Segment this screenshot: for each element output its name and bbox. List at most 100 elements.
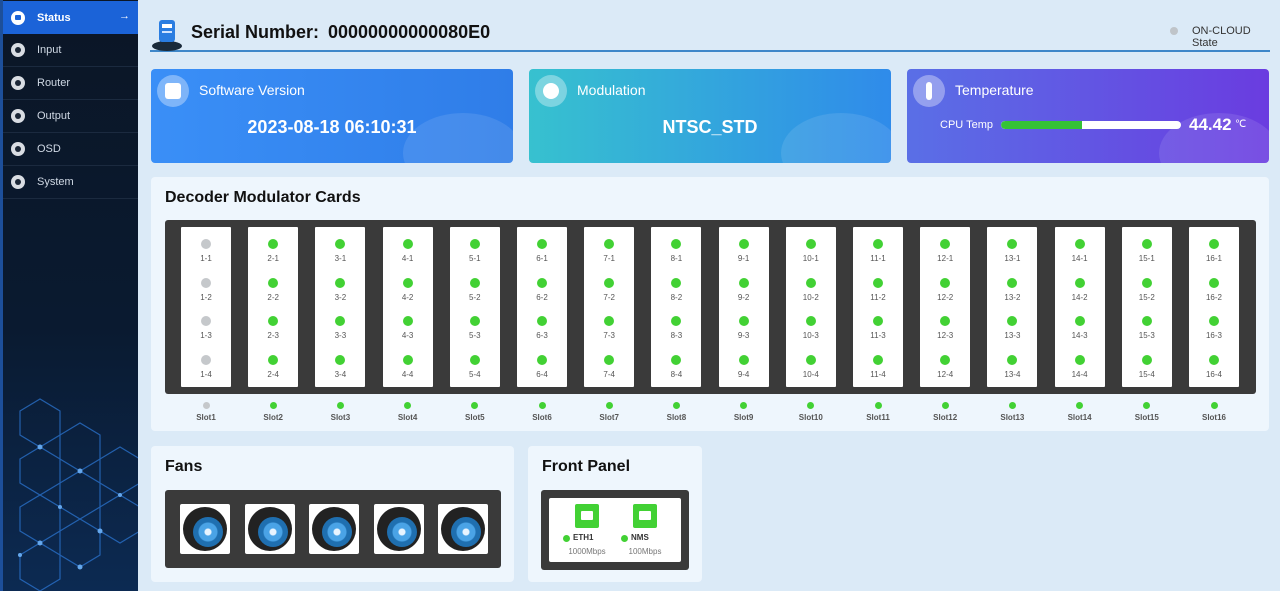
- sidebar-item-output[interactable]: Output: [3, 100, 138, 133]
- port-status-led: [1007, 239, 1018, 249]
- port-label: 2-3: [267, 331, 279, 340]
- slot-status-led: [605, 402, 613, 409]
- port-label: 2-4: [267, 369, 279, 379]
- port-status-led: [201, 354, 211, 365]
- decoder-card-2[interactable]: 2-1 2-2 2-3 2-4: [248, 227, 299, 387]
- card-port: 12-4: [920, 351, 970, 381]
- port-label: 4-1: [401, 254, 414, 263]
- port-label: 5-4: [469, 369, 481, 379]
- decoder-card-14[interactable]: 14-1 14-2 14-3 14-4: [1054, 227, 1105, 387]
- slot-status-led: [538, 402, 546, 409]
- cards-panel-title: Decoder Modulator Cards: [165, 189, 361, 206]
- slot-label: Slot16: [1201, 413, 1226, 422]
- front-panel-title: Front Panel: [542, 458, 631, 475]
- card-port: 6-1: [517, 235, 567, 265]
- card-port: 11-3: [853, 312, 903, 342]
- port-label: 6-2: [536, 292, 548, 302]
- card-port: 4-3: [383, 312, 433, 342]
- card-port: 1-4: [181, 351, 231, 381]
- port-label: 4-2: [401, 292, 414, 302]
- card-port: 1-3: [181, 312, 231, 342]
- sidebar-item-label: Status: [37, 11, 71, 24]
- slot-status-led: [1008, 402, 1016, 409]
- port-label: 4-3: [401, 331, 414, 340]
- port-label: 12-3: [937, 331, 954, 340]
- port-label: 7-2: [603, 292, 615, 302]
- osd-icon: [11, 142, 25, 156]
- port-label: 7-4: [603, 369, 615, 379]
- port-label: 7-1: [603, 254, 615, 263]
- card-port: 16-3: [1189, 312, 1239, 342]
- port-label: 13-3: [1004, 331, 1021, 340]
- card-port: 10-2: [786, 274, 836, 304]
- slot-label: Slot15: [1134, 413, 1159, 422]
- port-label: 1-4: [200, 369, 212, 379]
- card-port: 1-2: [181, 274, 231, 304]
- port-status-led: [671, 239, 682, 249]
- port-status-led: [537, 316, 547, 326]
- port-status-led: [940, 277, 951, 288]
- port-status-led: [1141, 354, 1152, 365]
- port-status-led: [469, 316, 480, 326]
- port-status-led: [940, 239, 951, 249]
- card-port: 14-3: [1055, 312, 1105, 342]
- slot-label: Slot7: [599, 413, 619, 422]
- temperature-card: Temperature CPU Temp 44.42 ℃: [907, 69, 1269, 163]
- port-status-led: [1209, 277, 1219, 288]
- port-status-led: [671, 316, 682, 326]
- sidebar-item-router[interactable]: Router: [3, 67, 138, 100]
- sidebar-item-status[interactable]: Status→: [3, 1, 138, 34]
- sidebar-item-system[interactable]: System: [3, 166, 138, 199]
- cpu-temp-unit: ℃: [1235, 119, 1247, 130]
- card-port: 14-4: [1055, 351, 1105, 381]
- card-port: 11-2: [853, 274, 903, 304]
- card-port: 15-4: [1122, 351, 1172, 381]
- gear-icon: [11, 175, 25, 189]
- port-status-led: [1209, 239, 1219, 249]
- serial-number-label: Serial Number:: [191, 22, 320, 42]
- cloud-status-dot: [1170, 27, 1178, 35]
- port-status-led: [1007, 316, 1018, 326]
- card-port: 14-2: [1055, 274, 1105, 304]
- chart-bars-icon: [11, 10, 25, 25]
- port-label: 14-1: [1071, 254, 1088, 263]
- cpu-temp-bar-fill: [1001, 121, 1082, 129]
- port-name: NMS: [631, 533, 649, 542]
- port-status-led: [537, 239, 547, 249]
- slot-status-led: [874, 402, 882, 409]
- card-port: 5-2: [450, 274, 500, 304]
- fans-panel: Fans: [151, 446, 514, 582]
- sidebar-item-input[interactable]: Input: [3, 34, 138, 67]
- port-status-led: [1141, 277, 1152, 288]
- port-status-led: [537, 277, 547, 288]
- port-status-led: [201, 316, 211, 326]
- port-name: ETH1: [573, 533, 594, 542]
- port-status-led: [805, 277, 816, 288]
- sidebar-item-osd[interactable]: OSD: [3, 133, 138, 166]
- slot-status-led: [336, 402, 344, 409]
- port-label: 3-1: [334, 254, 347, 263]
- port-label: 2-1: [267, 254, 279, 263]
- port-label: 2-2: [267, 292, 279, 302]
- card-port: 13-2: [987, 274, 1037, 304]
- fan-icon: [244, 504, 295, 554]
- card-port: 15-1: [1122, 235, 1172, 265]
- port-label: 11-2: [870, 292, 886, 302]
